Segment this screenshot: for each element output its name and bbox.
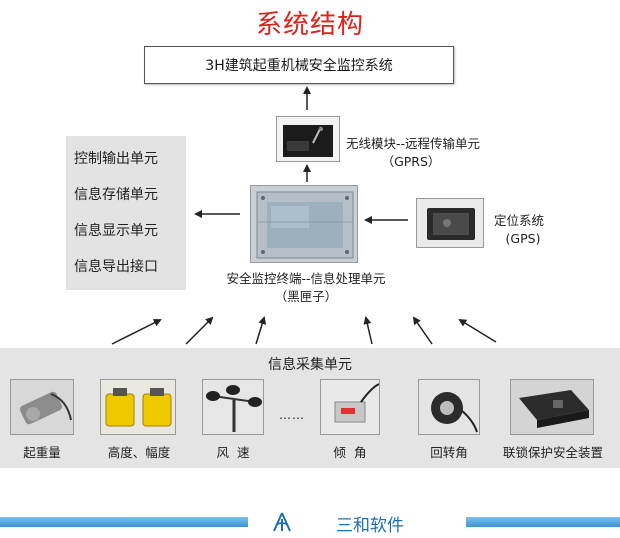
wireless-module-image xyxy=(276,116,340,162)
arrow-sensor-4 xyxy=(363,316,373,345)
system-box: 3H建筑起重机械安全监控系统 xyxy=(144,46,454,84)
gps-device-icon xyxy=(427,208,475,240)
terminal-image xyxy=(250,185,358,263)
anemometer-icon xyxy=(206,385,262,432)
system-box-label: 3H建筑起重机械安全监控系统 xyxy=(205,58,393,74)
terminal-icon xyxy=(256,191,354,259)
interlock-device-icon xyxy=(519,390,589,428)
load-sensor-image xyxy=(10,379,74,435)
height-sensor-image xyxy=(100,379,176,435)
arrow-sensor-2 xyxy=(185,316,214,345)
terminal-label: 安全监控终端--信息处理单元 （黑匣子） xyxy=(206,270,406,306)
tilt-sensor-icon xyxy=(334,383,379,423)
sensor-label-interlock: 联锁保护安全装置 xyxy=(502,445,603,460)
footer-company: 三和软件 xyxy=(336,516,404,536)
gps-image xyxy=(416,198,484,248)
gps-label-line1: 定位系统 xyxy=(494,213,545,228)
rotation-sensor-icon xyxy=(431,392,478,433)
arrow-sensor-5 xyxy=(412,316,433,345)
arrow-sensor-3 xyxy=(255,316,267,345)
output-item: 信息存储单元 xyxy=(74,187,158,203)
wireless-module-icon xyxy=(283,125,333,157)
tilt-sensor-image xyxy=(320,379,380,435)
output-item: 信息导出接口 xyxy=(74,259,158,275)
output-item: 信息显示单元 xyxy=(74,223,158,239)
output-item: 控制输出单元 xyxy=(74,151,158,167)
output-units-panel: 控制输出单元 信息存储单元 信息显示单元 信息导出接口 xyxy=(66,136,186,290)
load-sensor-icon xyxy=(19,391,72,425)
diagram-title: 系统结构 xyxy=(255,10,364,40)
sensor-label-tilt: 倾 角 xyxy=(333,445,367,460)
sensor-ellipsis: …… xyxy=(279,408,305,422)
collection-title: 信息采集单元 xyxy=(268,357,352,373)
sensor-label-rotation: 回转角 xyxy=(430,445,468,460)
sensor-label-load: 起重量 xyxy=(23,445,61,460)
gps-label: 定位系统 (GPS) xyxy=(494,212,574,248)
arrow-sensor-1 xyxy=(111,319,162,345)
anemometer-image xyxy=(202,379,264,435)
wireless-label: 无线模块--远程传输单元 （GPRS） xyxy=(346,135,516,171)
sensor-label-height: 高度、幅度 xyxy=(107,445,171,460)
company-logo-icon xyxy=(273,512,291,532)
terminal-label-line2: （黑匣子） xyxy=(274,289,338,304)
footer-bar-right xyxy=(466,517,620,527)
height-sensor-icon xyxy=(105,388,172,427)
rotation-sensor-image xyxy=(418,379,480,435)
terminal-label-line1: 安全监控终端--信息处理单元 xyxy=(226,271,386,286)
gps-label-line2: (GPS) xyxy=(505,231,541,246)
footer-bar-left xyxy=(0,517,248,527)
sensor-label-wind: 风 速 xyxy=(216,445,250,460)
interlock-device-image xyxy=(510,379,594,435)
arrow-sensor-6 xyxy=(458,318,497,343)
wireless-label-line1: 无线模块--远程传输单元 xyxy=(346,136,481,151)
wireless-label-line2: （GPRS） xyxy=(381,154,441,169)
